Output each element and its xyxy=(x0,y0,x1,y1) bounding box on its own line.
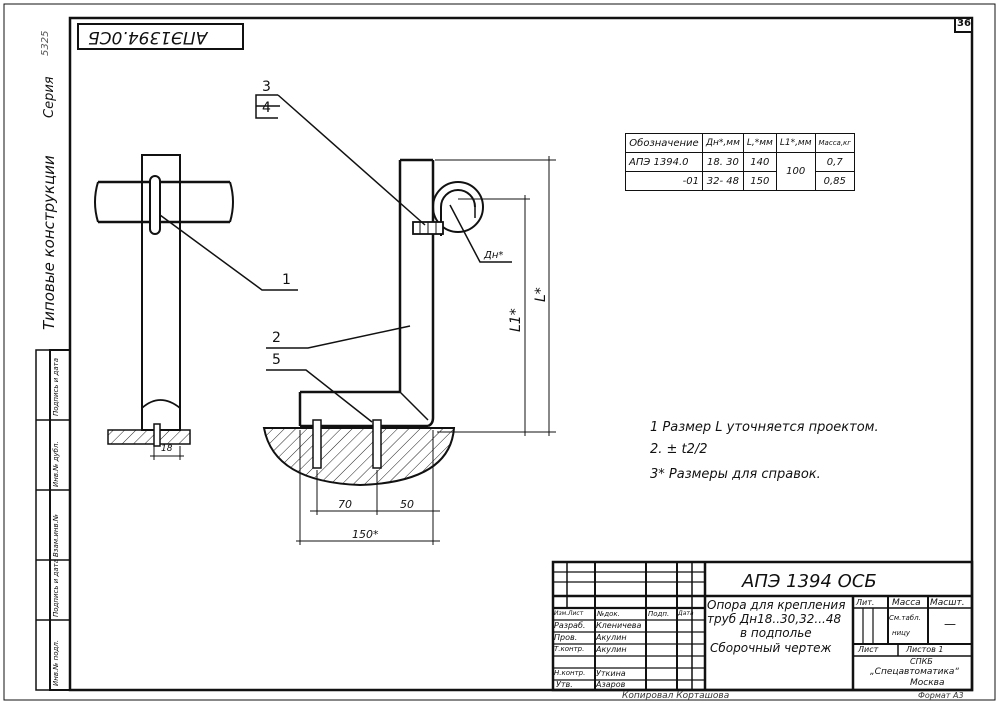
spec-cell: АПЭ 1394.0 xyxy=(625,152,703,172)
mass-value-2: ницу xyxy=(892,629,911,637)
role-label: Т.контр. xyxy=(554,645,585,653)
spec-header-mass: Масса,кг xyxy=(814,133,855,153)
spec-table: Обозначение Дн*,мм L,*мм L1*,мм Масса,кг… xyxy=(625,133,855,191)
col-header-sign: Подп. xyxy=(648,610,670,618)
org-line-2: „Спецавтоматика“ xyxy=(870,667,960,677)
dim-150: 150* xyxy=(352,528,379,541)
spec-cell: 32- 48 xyxy=(702,171,744,191)
leader-dn xyxy=(449,204,512,263)
title-block-frame xyxy=(551,560,974,692)
floor-section-front xyxy=(262,427,456,487)
table-row: АПЭ 1394.0 18. 30 140 100 0,7 xyxy=(625,152,855,191)
side-label-4: Подпись и дата xyxy=(52,559,60,617)
table-row: -01 32- 48 150 0,85 xyxy=(625,171,855,191)
title-line-2: труб Дн18..30,32...48 xyxy=(707,612,842,626)
side-label-3: Взам.инв.№ xyxy=(52,513,60,557)
sheet-label: Лист xyxy=(858,645,879,654)
spec-table-header: Обозначение Дн*,мм L,*мм L1*,мм Масса,кг xyxy=(625,133,855,153)
callout-5: 5 xyxy=(272,352,281,368)
callout-4: 4 xyxy=(262,100,271,116)
side-title: Типовые конструкции xyxy=(40,155,58,330)
page-number-box xyxy=(954,17,973,33)
rotated-doc-code: АПЭ1394.0СБ xyxy=(88,27,208,47)
outer-frame xyxy=(3,3,996,701)
person-name: Азаров xyxy=(596,680,626,689)
side-label-1: Подпись и дата xyxy=(52,358,60,416)
col-header-izm: Изм. xyxy=(554,610,569,617)
lit-label: Лит. xyxy=(856,598,875,607)
mass-label: Масса xyxy=(892,598,921,608)
spec-header-designation: Обозначение xyxy=(625,133,703,153)
mass-value: См.табл. xyxy=(889,614,921,622)
dim-70: 70 xyxy=(338,498,352,511)
side-stamp-column-narrow xyxy=(35,349,51,691)
spec-cell: 0,7 xyxy=(814,152,855,172)
dim-dn: Дн* xyxy=(484,250,504,261)
rotated-code-box xyxy=(77,23,244,50)
role-label: Разраб. xyxy=(554,621,586,630)
page-number: 36 xyxy=(957,18,971,29)
col-header-date: Дата xyxy=(678,610,694,617)
side-series: Серия xyxy=(42,76,57,118)
side-code: 5325 xyxy=(40,30,51,56)
person-name: Кленичева xyxy=(596,621,642,630)
note-3: 3* Размеры для справок. xyxy=(650,467,821,482)
note-2: 2. ± t2/2 xyxy=(650,442,708,457)
front-view xyxy=(262,156,556,545)
spec-cell: 100 xyxy=(775,152,816,191)
clamp-slot xyxy=(149,175,161,235)
dim-50: 50 xyxy=(400,498,414,511)
callout-2: 2 xyxy=(272,330,281,346)
org-line-1: СПКБ xyxy=(910,657,933,666)
dim-l: L* xyxy=(533,287,549,302)
spec-header-l: L,*мм xyxy=(742,133,777,153)
role-label: Утв. xyxy=(556,680,573,689)
role-label: Пров. xyxy=(554,633,578,642)
col-header-doc: №док. xyxy=(597,610,620,618)
dim-l1: L1* xyxy=(508,308,524,332)
org-line-3: Москва xyxy=(910,678,945,688)
title-line-1: Опора для крепления xyxy=(707,598,846,612)
side-label-2: Инв.№ дубл. xyxy=(52,441,60,487)
note-1: 1 Размер L уточняется проектом. xyxy=(650,420,879,435)
title-line-3: в подполье xyxy=(740,626,812,640)
leader-1 xyxy=(159,214,298,291)
sheets-label: Листов 1 xyxy=(906,645,944,654)
leader-2 xyxy=(266,325,411,349)
title-line-4: Сборочный чертеж xyxy=(710,641,832,655)
side-label-5: Инв.№ подл. xyxy=(52,639,60,686)
copied-by: Копировал Корташова xyxy=(622,691,730,701)
spec-header-dn: Дн*,мм xyxy=(702,133,744,153)
spec-header-l1: L1*,мм xyxy=(775,133,816,153)
spec-cell: 150 xyxy=(742,171,777,191)
spec-cell: 140 xyxy=(742,152,777,172)
col-header-list: Лист xyxy=(568,610,584,617)
leader-5 xyxy=(266,369,373,423)
role-label: Н.контр. xyxy=(554,669,586,677)
person-name: Уткина xyxy=(596,669,626,678)
scale-value: — xyxy=(944,617,956,631)
doc-code: АПЭ 1394 ОСБ xyxy=(742,571,877,592)
person-name: Акулин xyxy=(596,645,627,654)
scale-label: Масшт. xyxy=(930,598,965,608)
dim-18: 18 xyxy=(161,444,173,454)
person-name: Акулин xyxy=(596,633,627,642)
leader-3-4 xyxy=(277,94,426,226)
side-view xyxy=(94,154,234,460)
callout-1: 1 xyxy=(282,272,291,288)
format-label: Формат А3 xyxy=(918,691,964,700)
spec-cell: 18. 30 xyxy=(702,152,744,172)
spec-cell: 0,85 xyxy=(814,171,855,191)
spec-cell: -01 xyxy=(625,171,703,191)
callout-3: 3 xyxy=(262,79,271,95)
floor-section-side xyxy=(107,429,191,445)
